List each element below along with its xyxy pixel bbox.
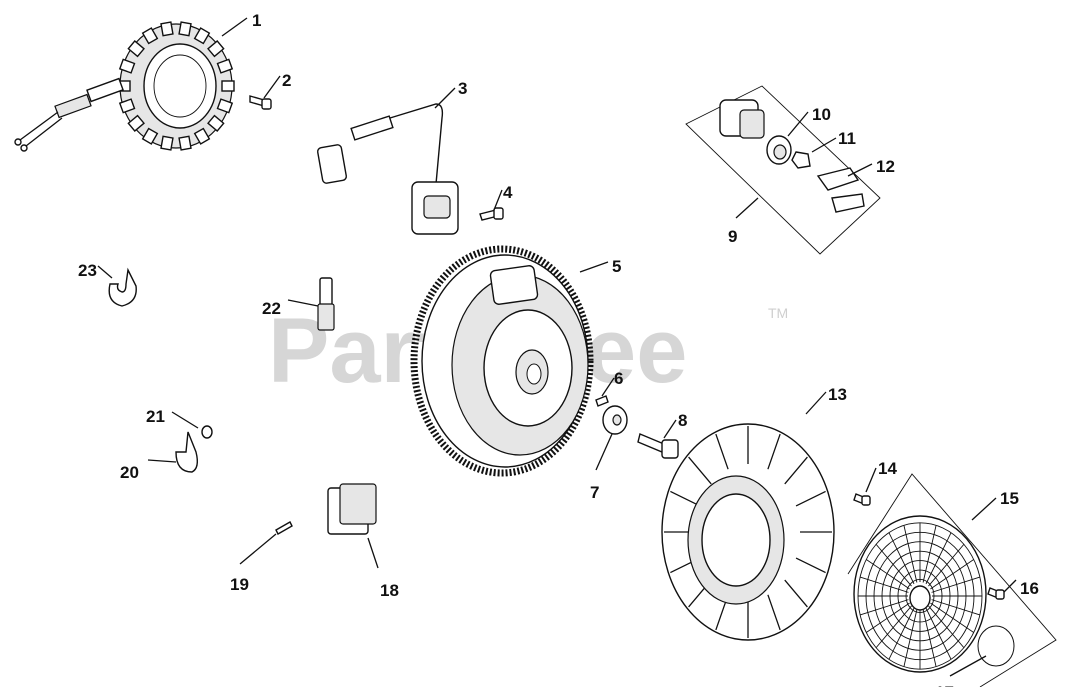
leader-line-15 <box>971 497 997 521</box>
callout-10[interactable]: 10 <box>812 105 831 124</box>
part-flywheel-bolt[interactable] <box>637 433 679 459</box>
leader-line-1 <box>221 17 248 37</box>
part-bolt-4[interactable] <box>479 207 504 221</box>
callout-9[interactable]: 9 <box>728 227 737 246</box>
leader-line-14 <box>865 467 877 493</box>
leader-line-19 <box>239 533 277 565</box>
callout-4[interactable]: 4 <box>503 183 513 202</box>
leader-line-8 <box>663 419 677 439</box>
leader-line-4 <box>493 189 503 211</box>
part-decal[interactable] <box>977 625 1015 667</box>
callout-11[interactable]: 11 <box>838 129 856 148</box>
leader-line-5 <box>579 261 609 273</box>
watermark-trademark: TM <box>768 305 788 321</box>
callout-15[interactable]: 15 <box>1000 489 1019 508</box>
part-screw-14[interactable] <box>853 493 871 506</box>
callout-23[interactable]: 23 <box>78 261 97 280</box>
callout-14[interactable]: 14 <box>878 459 897 478</box>
leader-line-13 <box>805 391 827 415</box>
callout-5[interactable]: 5 <box>612 257 621 276</box>
leader-line-17 <box>949 655 987 677</box>
leader-line-23 <box>97 265 113 279</box>
leader-line-6 <box>601 377 615 397</box>
part-screw-2[interactable] <box>249 95 272 110</box>
callout-13[interactable]: 13 <box>828 385 847 404</box>
callout-20[interactable]: 20 <box>120 463 139 482</box>
part-nut-21[interactable] <box>201 425 213 439</box>
part-key-switch-assembly[interactable] <box>685 85 881 255</box>
callout-12[interactable]: 12 <box>876 157 895 176</box>
leader-line-3 <box>434 87 456 109</box>
part-spark-plug[interactable] <box>317 277 335 331</box>
part-screw-19[interactable] <box>275 521 293 535</box>
part-cable-clamp[interactable] <box>108 267 137 307</box>
leader-line-21 <box>171 411 199 429</box>
part-key[interactable] <box>595 395 609 407</box>
callout-18[interactable]: 18 <box>380 581 399 600</box>
part-ignition-coil[interactable] <box>316 103 459 235</box>
callout-21[interactable]: 21 <box>146 407 165 426</box>
leader-line-10 <box>787 111 809 137</box>
callout-7[interactable]: 7 <box>590 483 599 502</box>
part-clip-20[interactable] <box>175 431 199 473</box>
leader-line-20 <box>147 459 177 463</box>
leader-line-18 <box>367 537 379 569</box>
callout-2[interactable]: 2 <box>282 71 291 90</box>
leader-line-22 <box>287 299 319 307</box>
callout-22[interactable]: 22 <box>262 299 281 318</box>
part-washer[interactable] <box>602 405 628 435</box>
callout-16[interactable]: 16 <box>1020 579 1039 598</box>
part-screw-16[interactable] <box>987 587 1005 600</box>
callout-19[interactable]: 19 <box>230 575 249 594</box>
part-blower-fan[interactable] <box>661 423 835 641</box>
leader-line-9 <box>735 197 759 219</box>
part-grass-screen[interactable] <box>847 473 1057 687</box>
leader-line-7 <box>595 433 613 471</box>
callout-1[interactable]: 1 <box>252 11 261 30</box>
callout-3[interactable]: 3 <box>458 79 467 98</box>
callout-layer: 1234567891011121314151617181920212223 <box>78 11 1039 687</box>
leader-line-2 <box>263 75 281 99</box>
part-rectifier-regulator[interactable] <box>327 483 377 535</box>
part-flywheel[interactable] <box>410 245 594 477</box>
part-stator[interactable] <box>14 21 235 152</box>
leader-line-12 <box>847 163 873 177</box>
callout-8[interactable]: 8 <box>678 411 687 430</box>
callout-6[interactable]: 6 <box>614 369 623 388</box>
callout-17[interactable]: 17 <box>935 683 954 687</box>
leader-line-11 <box>811 137 837 153</box>
leader-line-16 <box>1003 579 1017 593</box>
